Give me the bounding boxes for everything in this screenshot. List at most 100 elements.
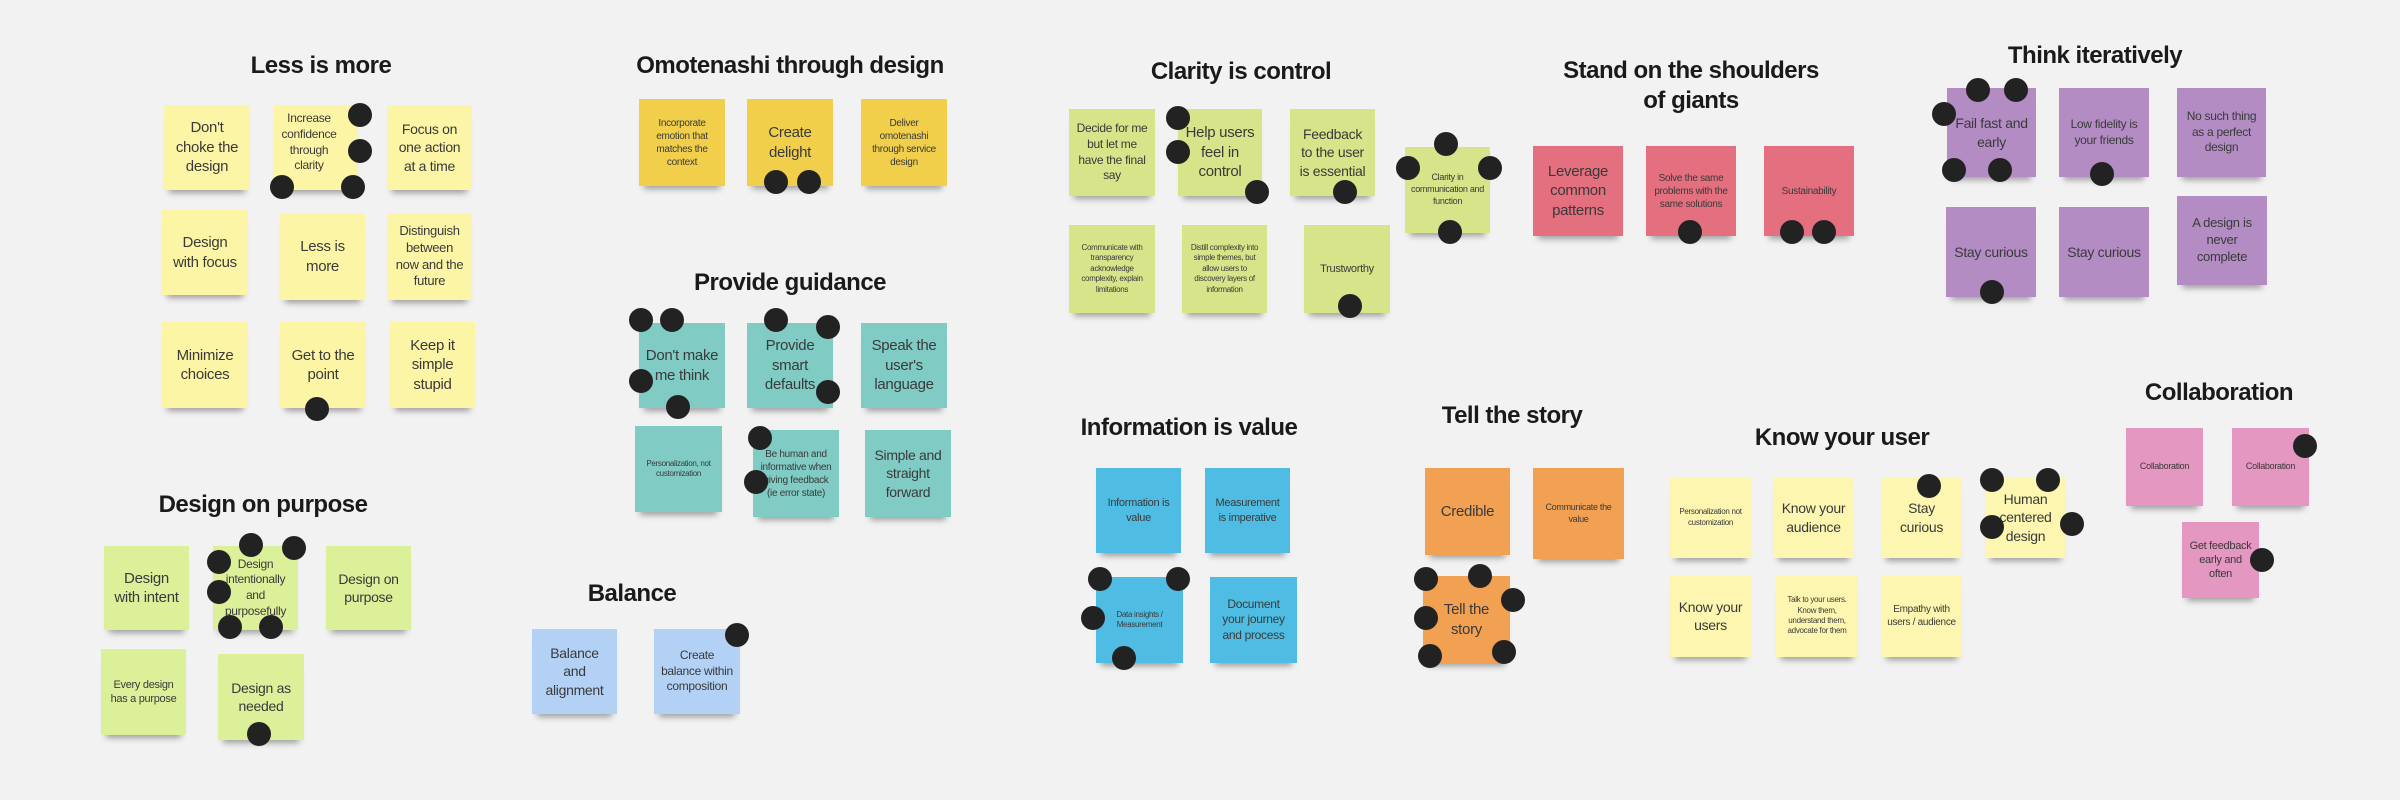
vote-dot[interactable] <box>2090 162 2114 186</box>
sticky-note[interactable]: Simple and straight forward <box>865 430 951 517</box>
vote-dot[interactable] <box>1245 180 1269 204</box>
sticky-note[interactable]: Decide for me but let me have the final … <box>1069 109 1155 196</box>
vote-dot[interactable] <box>1812 220 1836 244</box>
sticky-note[interactable]: Information is value <box>1096 468 1181 553</box>
vote-dot[interactable] <box>2293 434 2317 458</box>
vote-dot[interactable] <box>764 308 788 332</box>
vote-dot[interactable] <box>1088 567 1112 591</box>
sticky-note[interactable]: Help users feel in control <box>1178 109 1262 196</box>
vote-dot[interactable] <box>348 139 372 163</box>
sticky-note[interactable]: Design on purpose <box>326 546 411 630</box>
sticky-note[interactable]: Keep it simple stupid <box>390 322 475 408</box>
cluster-title-think-iteratively[interactable]: Think iteratively <box>2007 42 2183 69</box>
vote-dot[interactable] <box>341 175 365 199</box>
vote-dot[interactable] <box>1478 156 1502 180</box>
vote-dot[interactable] <box>816 380 840 404</box>
sticky-note[interactable]: Measurement is imperative <box>1205 468 1290 553</box>
vote-dot[interactable] <box>1166 140 1190 164</box>
vote-dot[interactable] <box>725 623 749 647</box>
sticky-note[interactable]: Know your audience <box>1773 477 1854 558</box>
sticky-note[interactable]: Feedback to the user is essential <box>1290 109 1375 196</box>
vote-dot[interactable] <box>1414 606 1438 630</box>
cluster-title-provide-guidance[interactable]: Provide guidance <box>693 269 887 296</box>
sticky-note[interactable]: Minimize choices <box>162 322 248 408</box>
cluster-title-omotenashi-through-design[interactable]: Omotenashi through design <box>636 52 944 79</box>
vote-dot[interactable] <box>207 580 231 604</box>
sticky-note[interactable]: Clarity in communication and function <box>1405 147 1490 233</box>
cluster-title-know-your-user[interactable]: Know your user <box>1754 424 1930 451</box>
vote-dot[interactable] <box>1081 606 1105 630</box>
vote-dot[interactable] <box>2036 468 2060 492</box>
vote-dot[interactable] <box>282 536 306 560</box>
sticky-note[interactable]: Create balance within composition <box>654 629 740 714</box>
vote-dot[interactable] <box>1501 588 1525 612</box>
vote-dot[interactable] <box>259 615 283 639</box>
vote-dot[interactable] <box>748 426 772 450</box>
sticky-note[interactable]: Leverage common patterns <box>1533 146 1623 236</box>
vote-dot[interactable] <box>1414 567 1438 591</box>
vote-dot[interactable] <box>1917 474 1941 498</box>
vote-dot[interactable] <box>1966 78 1990 102</box>
vote-dot[interactable] <box>2004 78 2028 102</box>
vote-dot[interactable] <box>1438 220 1462 244</box>
cluster-title-less-is-more[interactable]: Less is more <box>250 52 392 79</box>
sticky-note[interactable]: Balance and alignment <box>532 629 617 714</box>
vote-dot[interactable] <box>207 550 231 574</box>
vote-dot[interactable] <box>1980 280 2004 304</box>
vote-dot[interactable] <box>666 395 690 419</box>
sticky-note[interactable]: Less is more <box>280 213 365 300</box>
sticky-note[interactable]: Document your journey and process <box>1210 577 1297 663</box>
vote-dot[interactable] <box>660 308 684 332</box>
sticky-note[interactable]: Design with intent <box>104 546 189 630</box>
vote-dot[interactable] <box>1166 567 1190 591</box>
vote-dot[interactable] <box>629 308 653 332</box>
vote-dot[interactable] <box>239 533 263 557</box>
vote-dot[interactable] <box>1932 102 1956 126</box>
vote-dot[interactable] <box>629 369 653 393</box>
sticky-note[interactable]: Talk to your users. Know them, understan… <box>1776 575 1858 657</box>
sticky-note[interactable]: Distill complexity into simple themes, b… <box>1182 225 1267 313</box>
vote-dot[interactable] <box>1678 220 1702 244</box>
vote-dot[interactable] <box>797 170 821 194</box>
vote-dot[interactable] <box>1780 220 1804 244</box>
vote-dot[interactable] <box>816 315 840 339</box>
vote-dot[interactable] <box>2060 512 2084 536</box>
cluster-title-design-on-purpose[interactable]: Design on purpose <box>158 491 368 518</box>
cluster-title-clarity-is-control[interactable]: Clarity is control <box>1150 58 1332 85</box>
sticky-note[interactable]: Design with focus <box>162 210 248 295</box>
vote-dot[interactable] <box>744 470 768 494</box>
sticky-note[interactable]: Distinguish between now and the future <box>387 213 472 300</box>
vote-dot[interactable] <box>218 615 242 639</box>
sticky-note[interactable]: Incorporate emotion that matches the con… <box>639 99 725 186</box>
sticky-note[interactable]: No such thing as a perfect design <box>2177 88 2266 177</box>
vote-dot[interactable] <box>1418 644 1442 668</box>
sticky-note[interactable]: Communicate the value <box>1533 468 1624 559</box>
vote-dot[interactable] <box>348 103 372 127</box>
sticky-note[interactable]: Every design has a purpose <box>101 649 186 735</box>
sticky-note[interactable]: Personalization, not customization <box>635 426 722 512</box>
vote-dot[interactable] <box>1166 106 1190 130</box>
sticky-note[interactable]: Communicate with transparency acknowledg… <box>1069 225 1155 313</box>
sticky-note[interactable]: Get feedback early and often <box>2182 522 2259 598</box>
vote-dot[interactable] <box>1338 294 1362 318</box>
vote-dot[interactable] <box>1333 180 1357 204</box>
sticky-note[interactable]: Credible <box>1425 468 1510 555</box>
sticky-note[interactable]: Sustainability <box>1764 146 1854 236</box>
vote-dot[interactable] <box>1434 132 1458 156</box>
sticky-note[interactable]: A design is never complete <box>2177 196 2267 285</box>
sticky-note[interactable]: Data insights / Measurement <box>1096 577 1183 663</box>
sticky-note[interactable]: Empathy with users / audience <box>1881 575 1962 657</box>
vote-dot[interactable] <box>2250 548 2274 572</box>
vote-dot[interactable] <box>1492 640 1516 664</box>
sticky-note[interactable]: Stay curious <box>2059 207 2149 297</box>
vote-dot[interactable] <box>1988 158 2012 182</box>
cluster-title-information-is-value[interactable]: Information is value <box>1080 414 1298 441</box>
vote-dot[interactable] <box>764 170 788 194</box>
sticky-note[interactable]: Speak the user's language <box>861 323 947 408</box>
vote-dot[interactable] <box>1942 158 1966 182</box>
sticky-note[interactable]: Personalization not customization <box>1670 477 1751 558</box>
vote-dot[interactable] <box>305 397 329 421</box>
vote-dot[interactable] <box>1112 646 1136 670</box>
cluster-title-collaboration[interactable]: Collaboration <box>2144 379 2294 406</box>
vote-dot[interactable] <box>247 722 271 746</box>
